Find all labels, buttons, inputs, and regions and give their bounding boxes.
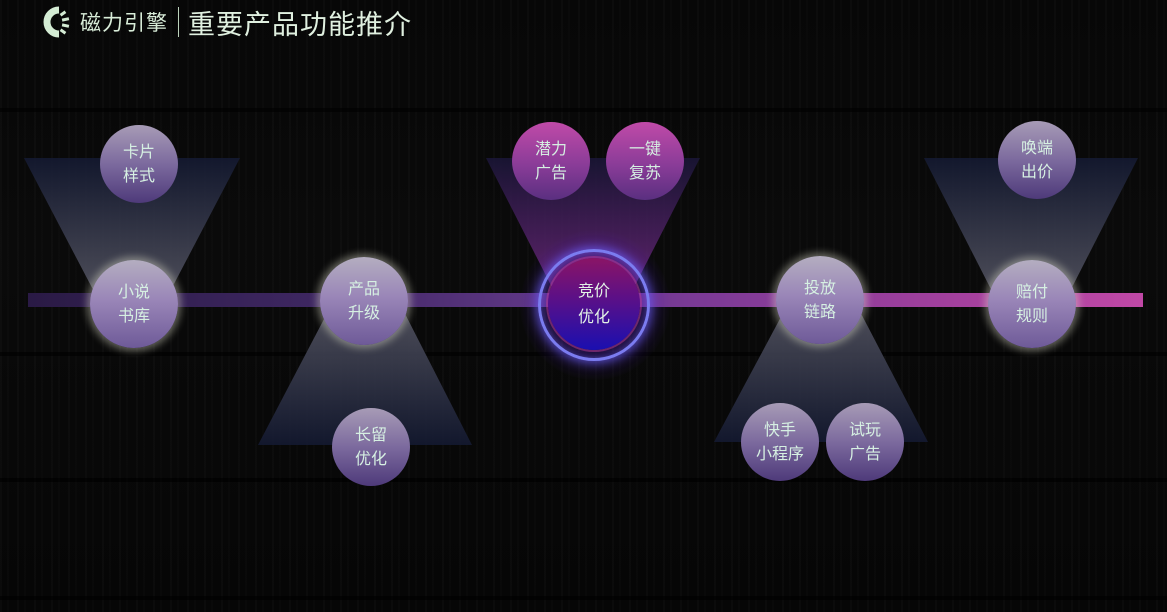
feature-label: 一键 复苏 — [628, 139, 661, 182]
page-title: 重要产品功能推介 — [188, 9, 412, 41]
feature-label: 唤端 出价 — [1020, 138, 1053, 181]
node-label: 赔付 规则 — [1015, 282, 1048, 325]
feature-bubble-card-style[interactable]: 卡片 样式 — [100, 125, 178, 203]
feature-bubble-app-wake-bidding[interactable]: 唤端 出价 — [998, 121, 1076, 199]
center-node-ring — [538, 249, 650, 361]
feature-bubble-one-click-revive[interactable]: 一键 复苏 — [606, 122, 684, 200]
feature-bubble-retention-optimization[interactable]: 长留 优化 — [332, 408, 410, 486]
timeline-node-novel-library[interactable]: 小说 书库 — [90, 260, 178, 348]
node-label: 产品 升级 — [347, 279, 380, 322]
beam-novel-library — [24, 158, 240, 303]
feature-bubble-playable-ads[interactable]: 试玩 广告 — [826, 403, 904, 481]
feature-label: 长留 优化 — [354, 425, 387, 468]
node-label: 投放 链路 — [803, 278, 836, 321]
timeline-node-product-upgrade[interactable]: 产品 升级 — [320, 257, 408, 345]
timeline-node-delivery-link[interactable]: 投放 链路 — [776, 256, 864, 344]
node-label: 小说 书库 — [117, 282, 150, 325]
beam-compensation-rules — [924, 158, 1138, 303]
timeline-node-compensation-rules[interactable]: 赔付 规则 — [988, 260, 1076, 348]
feature-label: 潜力 广告 — [534, 139, 567, 182]
beam-product-upgrade — [258, 300, 472, 445]
feature-label: 快手 小程序 — [755, 420, 804, 463]
node-label: 竞价 优化 — [577, 281, 610, 326]
shelf-line — [0, 478, 1167, 482]
timeline-node-bidding-optimization[interactable]: 竞价 优化 — [548, 258, 640, 350]
feature-label: 卡片 样式 — [122, 142, 155, 185]
shelf-line — [0, 108, 1167, 112]
shelf-line — [0, 596, 1167, 600]
brand-name: 磁力引擎 — [80, 11, 168, 35]
magnet-engine-logo-icon — [40, 5, 74, 39]
feature-bubble-kuaishou-mini-program[interactable]: 快手 小程序 — [741, 403, 819, 481]
feature-bubble-potential-ads[interactable]: 潜力 广告 — [512, 122, 590, 200]
header: 磁力引擎 重要产品功能推介 — [40, 4, 412, 41]
header-divider — [178, 7, 179, 37]
feature-label: 试玩 广告 — [848, 420, 881, 463]
